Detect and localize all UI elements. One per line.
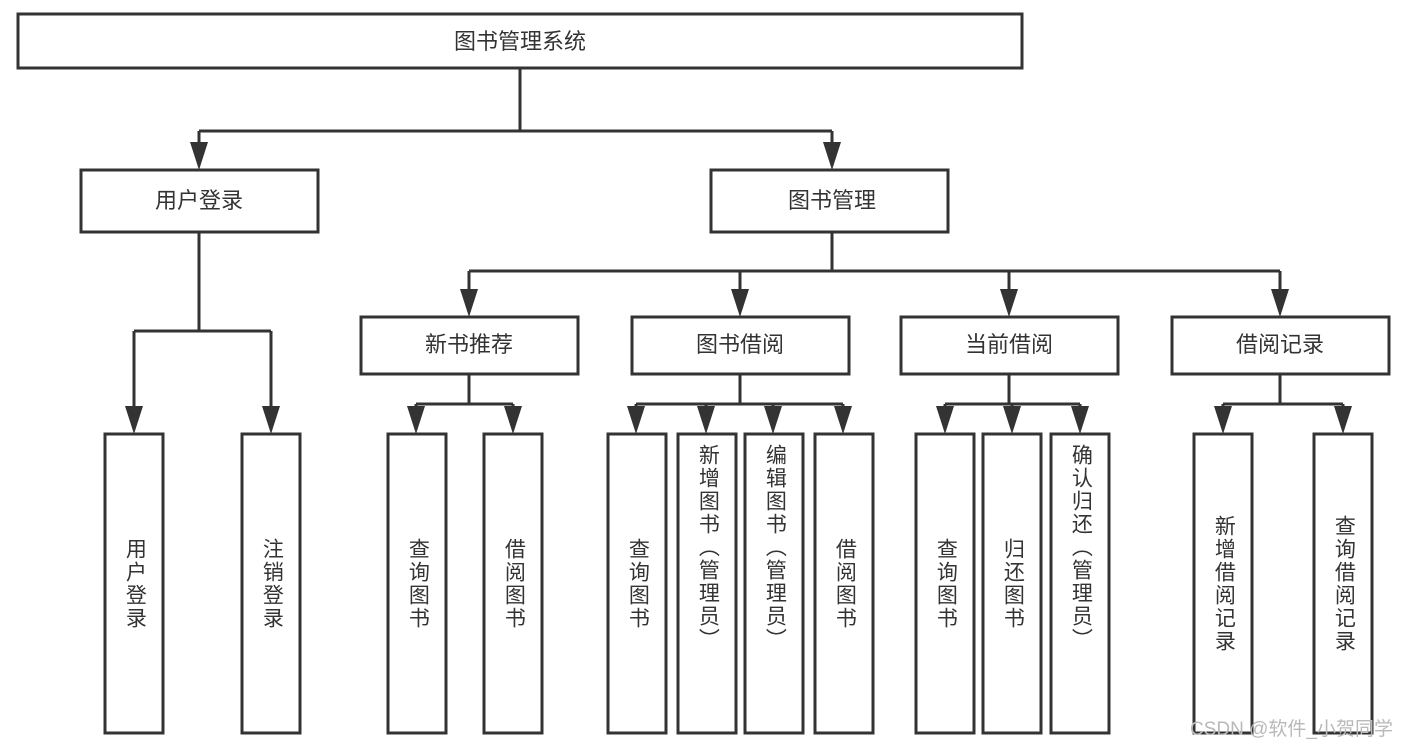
node-borrow-record[interactable]: 借阅记录 [1170,315,1391,376]
arrow-to-user-login [190,142,208,170]
node-new-book-recommend-label: 新书推荐 [425,332,513,357]
connector-root-to-level2 [197,68,834,148]
node-book-borrow[interactable]: 图书借阅 [630,315,851,376]
leaf-user-login-box[interactable] [103,432,165,735]
arrow-to-borrow-record [1271,289,1289,317]
arrow-to-leaf-return-book [1003,406,1021,434]
connector-new-book-recommend-to-leaves [414,374,515,412]
node-root-box[interactable] [16,12,1024,70]
node-current-borrow[interactable]: 当前借阅 [899,315,1120,376]
leaf-query-book-1-box[interactable] [386,432,448,735]
arrow-to-leaf-borrow-book-2 [834,406,852,434]
arrow-to-leaf-query-book-2 [627,406,645,434]
arrow-to-new-book-recommend [460,289,478,317]
arrow-to-current-borrow [1000,289,1018,317]
node-book-management-label: 图书管理 [788,188,876,213]
node-root[interactable]: 图书管理系统 [16,12,1024,70]
connector-book-management-to-level3 [467,232,1282,295]
leaf-add-book-box[interactable] [676,432,738,735]
leaf-borrow-book-1-box[interactable] [482,432,544,735]
node-book-borrow-box[interactable] [630,315,851,376]
node-user-login-label: 用户登录 [155,188,243,213]
arrow-to-leaf-edit-book [764,406,782,434]
leaf-borrow-book-2-box[interactable] [813,432,875,735]
connector-book-borrow-to-leaves [634,374,845,412]
arrow-to-leaf-confirm-return [1071,406,1089,434]
node-new-book-recommend[interactable]: 新书推荐 [359,315,580,376]
leaf-query-book-2-box[interactable] [606,432,668,735]
arrow-to-book-management [823,142,841,170]
node-root-label: 图书管理系统 [454,29,586,54]
node-book-management[interactable]: 图书管理 [709,168,950,234]
connector-user-login-to-leaves [132,232,273,412]
arrow-to-leaf-add-borrow-record [1214,406,1232,434]
node-new-book-recommend-box[interactable] [359,315,580,376]
leaf-query-borrow-record-box[interactable] [1312,432,1374,735]
arrow-to-book-borrow [731,289,749,317]
node-book-management-box[interactable] [709,168,950,234]
arrow-to-leaf-query-borrow-record [1334,406,1352,434]
leaf-confirm-return-box[interactable] [1049,432,1111,735]
node-user-login[interactable]: 用户登录 [79,168,320,234]
arrow-to-leaf-logout-login [262,406,280,434]
arrow-to-leaf-add-book [697,406,715,434]
leaf-boxes-layer [103,432,1374,735]
node-borrow-record-box[interactable] [1170,315,1391,376]
node-book-borrow-label: 图书借阅 [696,332,784,357]
node-user-login-box[interactable] [79,168,320,234]
node-borrow-record-label: 借阅记录 [1236,332,1324,357]
leaf-edit-book-box[interactable] [743,432,805,735]
arrow-to-leaf-query-book-3 [936,406,954,434]
connector-borrow-record-to-leaves [1221,374,1345,412]
leaf-add-borrow-record-box[interactable] [1192,432,1254,735]
leaf-logout-login-box[interactable] [240,432,302,735]
connectors-layer [125,68,1352,434]
arrow-to-leaf-user-login [125,406,143,434]
arrow-to-leaf-borrow-book-1 [504,406,522,434]
arrow-to-leaf-query-book-1 [407,406,425,434]
leaf-query-book-3-box[interactable] [914,432,976,735]
node-current-borrow-box[interactable] [899,315,1120,376]
node-current-borrow-label: 当前借阅 [965,332,1053,357]
leaf-return-book-box[interactable] [981,432,1043,735]
